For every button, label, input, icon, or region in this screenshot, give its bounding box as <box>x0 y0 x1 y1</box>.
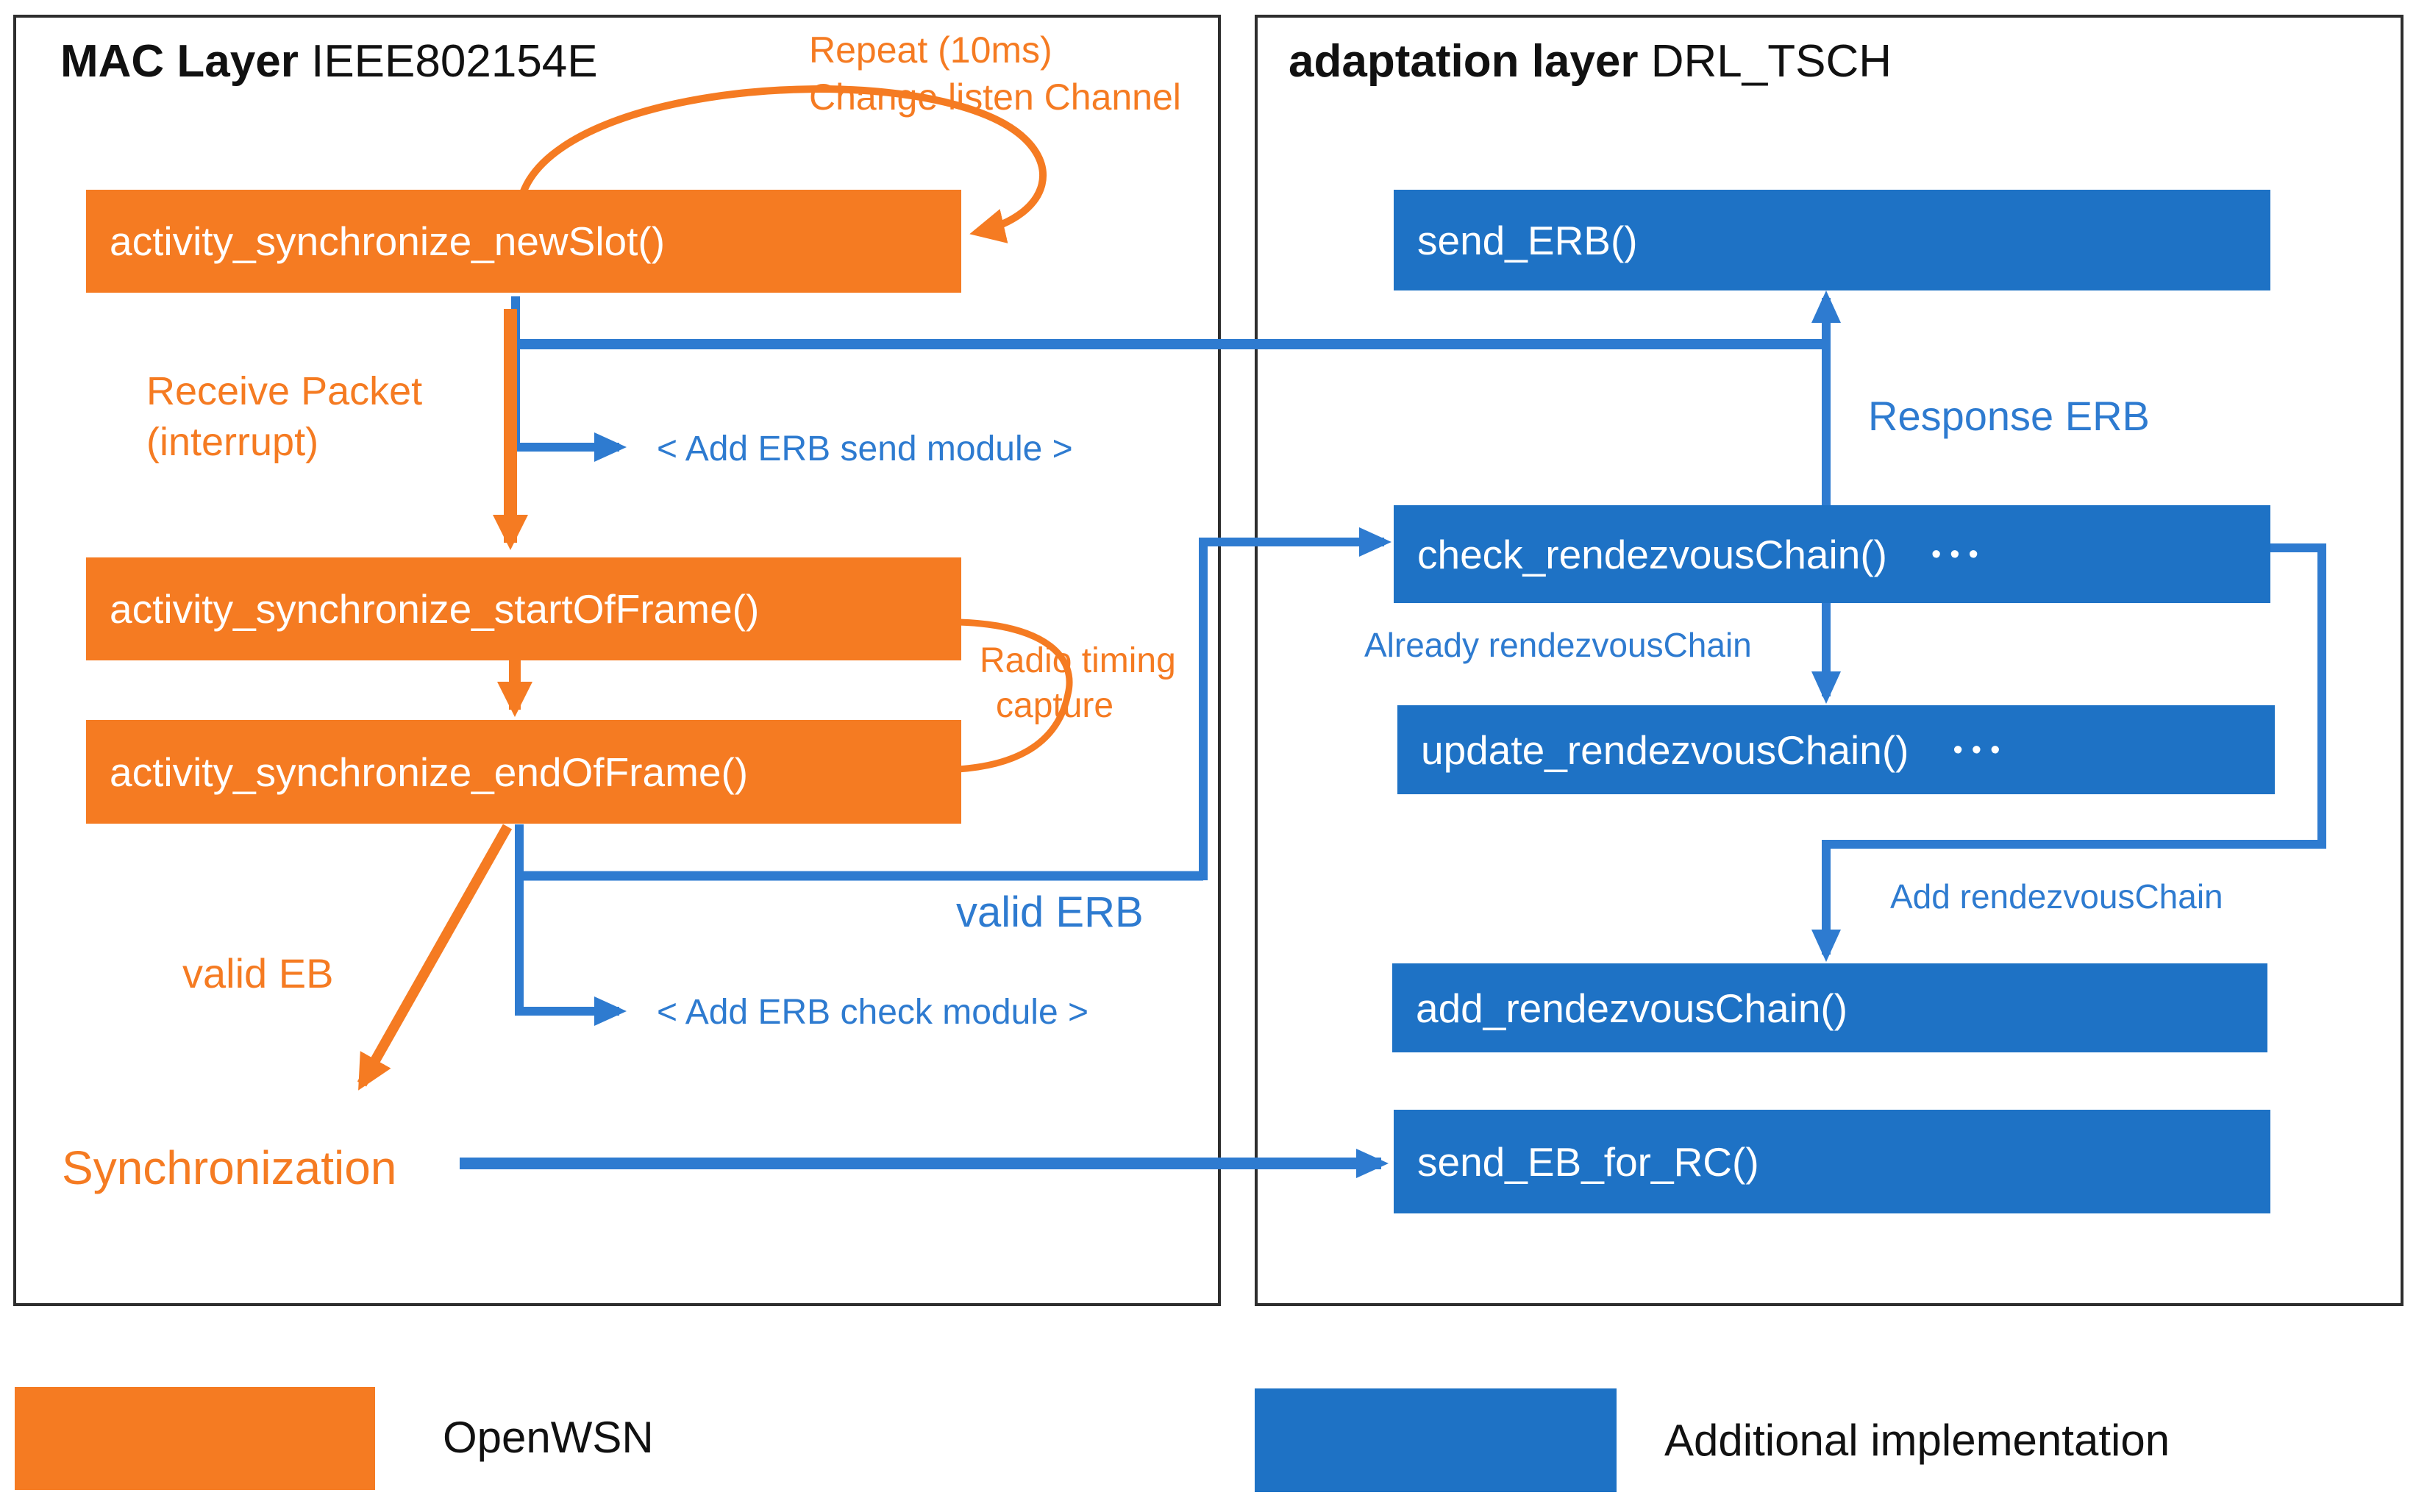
valid-erb-label: valid ERB <box>956 888 1144 936</box>
receive-packet-label-line2: (interrupt) <box>146 420 319 465</box>
box-activity-synchronize-newslot-label: activity_synchronize_newSlot() <box>110 218 666 264</box>
add-erb-check-label: < Add ERB check module > <box>657 993 1089 1032</box>
adaptation-panel-title: adaptation layer DRL_TSCH <box>1289 35 1892 88</box>
mac-panel-title-bold: MAC Layer <box>60 36 299 87</box>
box-send-erb: send_ERB() <box>1394 190 2270 290</box>
adaptation-layer-panel <box>1255 15 2403 1306</box>
legend-openwsn-swatch <box>15 1387 375 1490</box>
box-check-rendezvouschain: check_rendezvousChain() ••• <box>1394 505 2270 603</box>
radio-timing-label-line2: capture <box>996 686 1114 726</box>
ellipsis-icon: ••• <box>1953 734 2009 766</box>
already-rendezvouschain-label: Already rendezvousChain <box>1364 626 1752 664</box>
receive-packet-label: Receive Packet (interrupt) <box>146 366 422 468</box>
box-send-eb-for-rc: send_EB_for_RC() <box>1394 1110 2270 1213</box>
repeat-label-line2: Change listen Channel <box>809 76 1181 118</box>
radio-timing-label-line1: Radio timing <box>980 641 1176 680</box>
self-loop-arrow <box>520 85 1047 243</box>
box-add-rendezvouschain-label: add_rendezvousChain() <box>1416 985 1848 1031</box>
box-activity-synchronize-endofframe: activity_synchronize_endOfFrame() <box>86 720 961 824</box>
box-update-rendezvouschain-label: update_rendezvousChain() <box>1421 727 1909 773</box>
box-activity-synchronize-endofframe-label: activity_synchronize_endOfFrame() <box>110 749 749 795</box>
radio-timing-label: Radio timing capture <box>980 638 1176 729</box>
box-send-eb-for-rc-label: send_EB_for_RC() <box>1417 1138 1759 1185</box>
response-erb-label: Response ERB <box>1868 393 2150 439</box>
ellipsis-icon: ••• <box>1931 538 1987 570</box>
box-update-rendezvouschain: update_rendezvousChain() ••• <box>1397 705 2275 794</box>
valid-eb-label: valid EB <box>182 950 334 996</box>
add-erb-send-label: < Add ERB send module > <box>657 429 1073 468</box>
receive-packet-label-line1: Receive Packet <box>146 369 423 413</box>
legend-additional-label: Additional implementation <box>1664 1416 2170 1465</box>
box-activity-synchronize-newslot: activity_synchronize_newSlot() <box>86 190 961 293</box>
box-activity-synchronize-startofframe: activity_synchronize_startOfFrame() <box>86 557 961 660</box>
radio-timing-brace <box>954 618 1073 773</box>
legend-additional-swatch <box>1255 1388 1617 1492</box>
add-rendezvouschain-label: Add rendezvousChain <box>1890 877 2223 916</box>
mac-panel-title-rest: IEEE802154E <box>298 36 598 87</box>
box-activity-synchronize-startofframe-label: activity_synchronize_startOfFrame() <box>110 586 760 632</box>
repeat-label-line1: Repeat (10ms) <box>809 29 1052 71</box>
mac-layer-panel <box>13 15 1221 1306</box>
adaptation-panel-title-rest: DRL_TSCH <box>1638 36 1892 87</box>
mac-panel-title: MAC Layer IEEE802154E <box>60 35 598 88</box>
synchronization-label: Synchronization <box>62 1141 397 1194</box>
repeat-label: Repeat (10ms) Change listen Channel <box>809 26 1181 121</box>
adaptation-panel-title-bold: adaptation layer <box>1289 36 1639 87</box>
valid-eb-arrow <box>357 824 513 1091</box>
box-add-rendezvouschain: add_rendezvousChain() <box>1392 963 2267 1052</box>
box-check-rendezvouschain-label: check_rendezvousChain() <box>1417 531 1887 577</box>
box-send-erb-label: send_ERB() <box>1417 217 1638 263</box>
legend-openwsn-label: OpenWSN <box>443 1413 654 1462</box>
check-to-add-arrow <box>1811 543 2326 962</box>
